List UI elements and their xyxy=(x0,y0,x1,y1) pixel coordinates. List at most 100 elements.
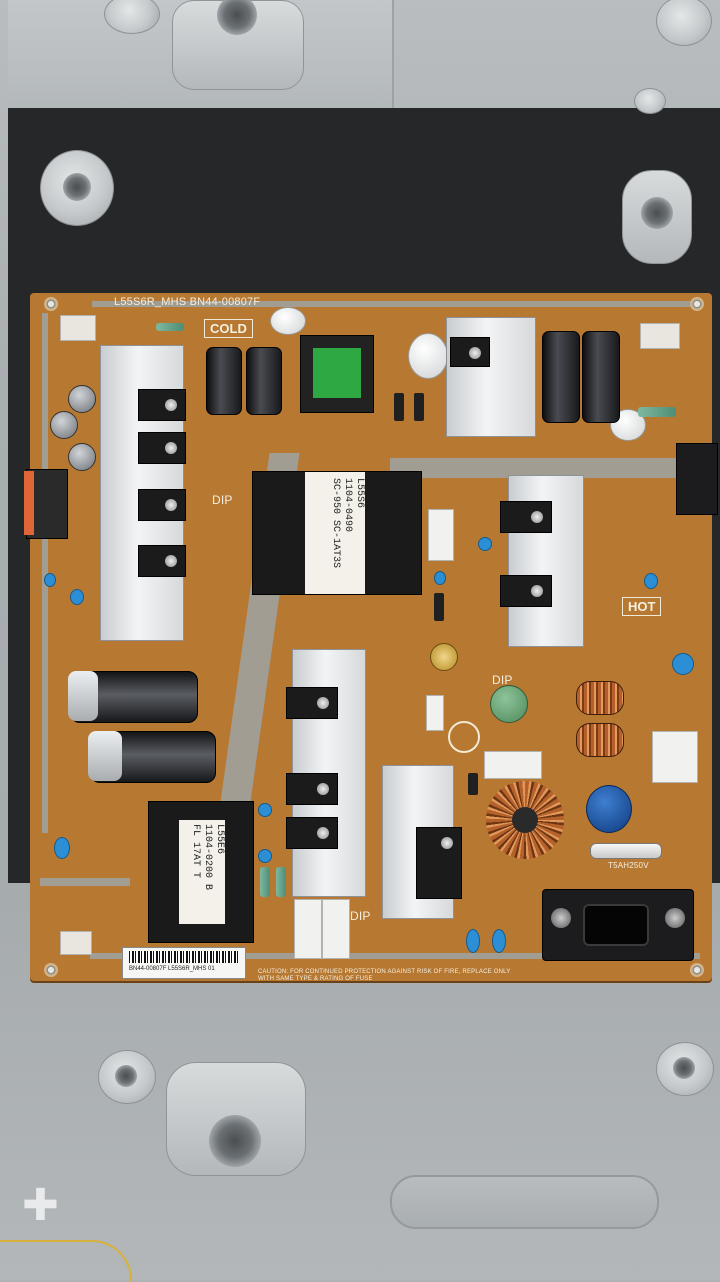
mosfet xyxy=(286,773,338,805)
screw-hole-icon xyxy=(673,1057,695,1079)
cable-tie xyxy=(270,307,306,335)
ceramic-capacitor xyxy=(258,803,272,817)
barcode-sticker: BN44-00807F L55S6R_MHS 01 xyxy=(122,947,246,979)
capacitor-sleeve xyxy=(68,671,98,721)
dip-label: DIP xyxy=(350,909,371,923)
pcb-isolation-band xyxy=(390,458,680,478)
x-capacitor xyxy=(586,785,632,833)
relay xyxy=(652,731,698,783)
main-transformer: L55S6 1104-0490 SC-950 SC-1AT3S xyxy=(252,471,422,595)
cold-side-label: COLD xyxy=(204,319,253,338)
samsung-logo-icon xyxy=(448,721,480,753)
corner-pad xyxy=(60,931,92,955)
mosfet xyxy=(286,817,338,849)
standby-transformer-lower: L55E6 1104-0200 B FL 17AT T xyxy=(148,801,254,943)
screw-hole-icon xyxy=(641,197,673,229)
transformer-label-line: 1104-0490 xyxy=(342,478,353,533)
toroidal-inductor xyxy=(486,781,564,859)
ceramic-capacitor xyxy=(492,929,506,953)
cross-mark-icon: ✚ xyxy=(22,1180,59,1231)
ceramic-capacitor xyxy=(672,653,694,675)
ceramic-capacitor xyxy=(70,589,84,605)
ceramic-capacitor xyxy=(478,537,492,551)
cable-tie xyxy=(408,333,448,379)
mosfet xyxy=(138,389,186,421)
diode xyxy=(468,773,478,795)
dip-label: DIP xyxy=(212,493,233,507)
ceramic-capacitor xyxy=(258,849,272,863)
resistor xyxy=(260,867,270,897)
bridge-rectifier xyxy=(416,827,462,899)
ceramic-capacitor xyxy=(54,837,70,859)
transformer-label: L55S6 1104-0490 SC-950 SC-1AT3S xyxy=(305,472,365,594)
transformer-label-line: L55E6 xyxy=(214,824,225,855)
resistor xyxy=(156,323,184,331)
mosfet xyxy=(286,687,338,719)
screw-boss-icon xyxy=(104,0,160,34)
small-capacitor xyxy=(68,385,96,413)
resistor xyxy=(638,407,676,417)
transformer-label: L55E6 1104-0200 B FL 17AT T xyxy=(179,820,225,924)
pcb-trace xyxy=(90,953,700,959)
caution-text: CAUTION: FOR CONTINUED PROTECTION AGAINS… xyxy=(258,969,511,982)
screw-boss-icon xyxy=(656,0,712,46)
heatsink-top-right xyxy=(446,317,536,437)
connector-latch xyxy=(24,471,34,535)
corner-pad xyxy=(60,315,96,341)
y-capacitor xyxy=(322,899,350,959)
ac-power-socket xyxy=(542,889,694,961)
capacitor-sleeve xyxy=(88,731,122,781)
screw-boss-icon xyxy=(98,1050,156,1104)
bulk-capacitor xyxy=(582,331,620,423)
pcb-trace xyxy=(42,313,48,833)
corner-pad xyxy=(640,323,680,349)
hot-side-label: HOT xyxy=(622,597,662,616)
screw-hole-icon xyxy=(63,173,91,201)
barcode-text: BN44-00807F L55S6R_MHS 01 xyxy=(129,966,215,972)
ceramic-capacitor xyxy=(644,573,658,589)
common-mode-choke xyxy=(576,681,624,715)
led-driver-connector xyxy=(676,443,718,515)
ceramic-capacitor xyxy=(434,571,446,585)
small-capacitor xyxy=(68,443,96,471)
mosfet xyxy=(138,545,186,577)
pcb-mount-hole xyxy=(44,297,58,311)
transformer-label-line: L55S6 xyxy=(354,478,365,509)
socket-screw-icon xyxy=(665,908,685,928)
standby-transformer xyxy=(300,335,374,413)
mosfet xyxy=(500,501,552,533)
screw-boss-icon xyxy=(40,150,114,226)
barcode-bars xyxy=(129,951,239,963)
film-capacitor xyxy=(484,751,542,779)
dip-label: DIP xyxy=(492,673,513,687)
board-model-label: L55S6R_MHS BN44-00807F xyxy=(114,296,261,308)
fuse xyxy=(590,843,662,859)
electrolytic-capacitor xyxy=(206,347,242,415)
mosfet xyxy=(138,432,186,464)
transformer-label-line: 1104-0200 B xyxy=(202,824,213,891)
mosfet xyxy=(450,337,490,367)
power-supply-board: L55S6R_MHS BN44-00807F COLD HOT DIP DIP … xyxy=(24,293,718,982)
pcb-trace xyxy=(92,301,692,307)
ceramic-capacitor xyxy=(44,573,56,587)
bulk-capacitor xyxy=(542,331,580,423)
diode xyxy=(414,393,424,421)
film-capacitor xyxy=(428,509,454,561)
resistor xyxy=(276,867,286,897)
small-capacitor xyxy=(50,411,78,439)
electrolytic-small xyxy=(430,643,458,671)
screw-boss-icon xyxy=(634,88,666,114)
fuse-rating-label: T5AH250V xyxy=(608,861,649,870)
transformer-label-line: SC-950 SC-1AT3S xyxy=(330,478,341,569)
varistor xyxy=(490,685,528,723)
pcb-mount-hole xyxy=(690,297,704,311)
chassis-bump-bottom xyxy=(166,1062,306,1176)
chassis-bump-right xyxy=(622,170,692,264)
screw-hole-icon xyxy=(115,1065,137,1087)
screw-boss-icon xyxy=(656,1042,714,1096)
diode xyxy=(394,393,404,421)
transformer-core xyxy=(313,348,361,398)
mosfet xyxy=(500,575,552,607)
power-socket-icon xyxy=(583,904,649,946)
screw-hole-icon xyxy=(217,0,257,35)
